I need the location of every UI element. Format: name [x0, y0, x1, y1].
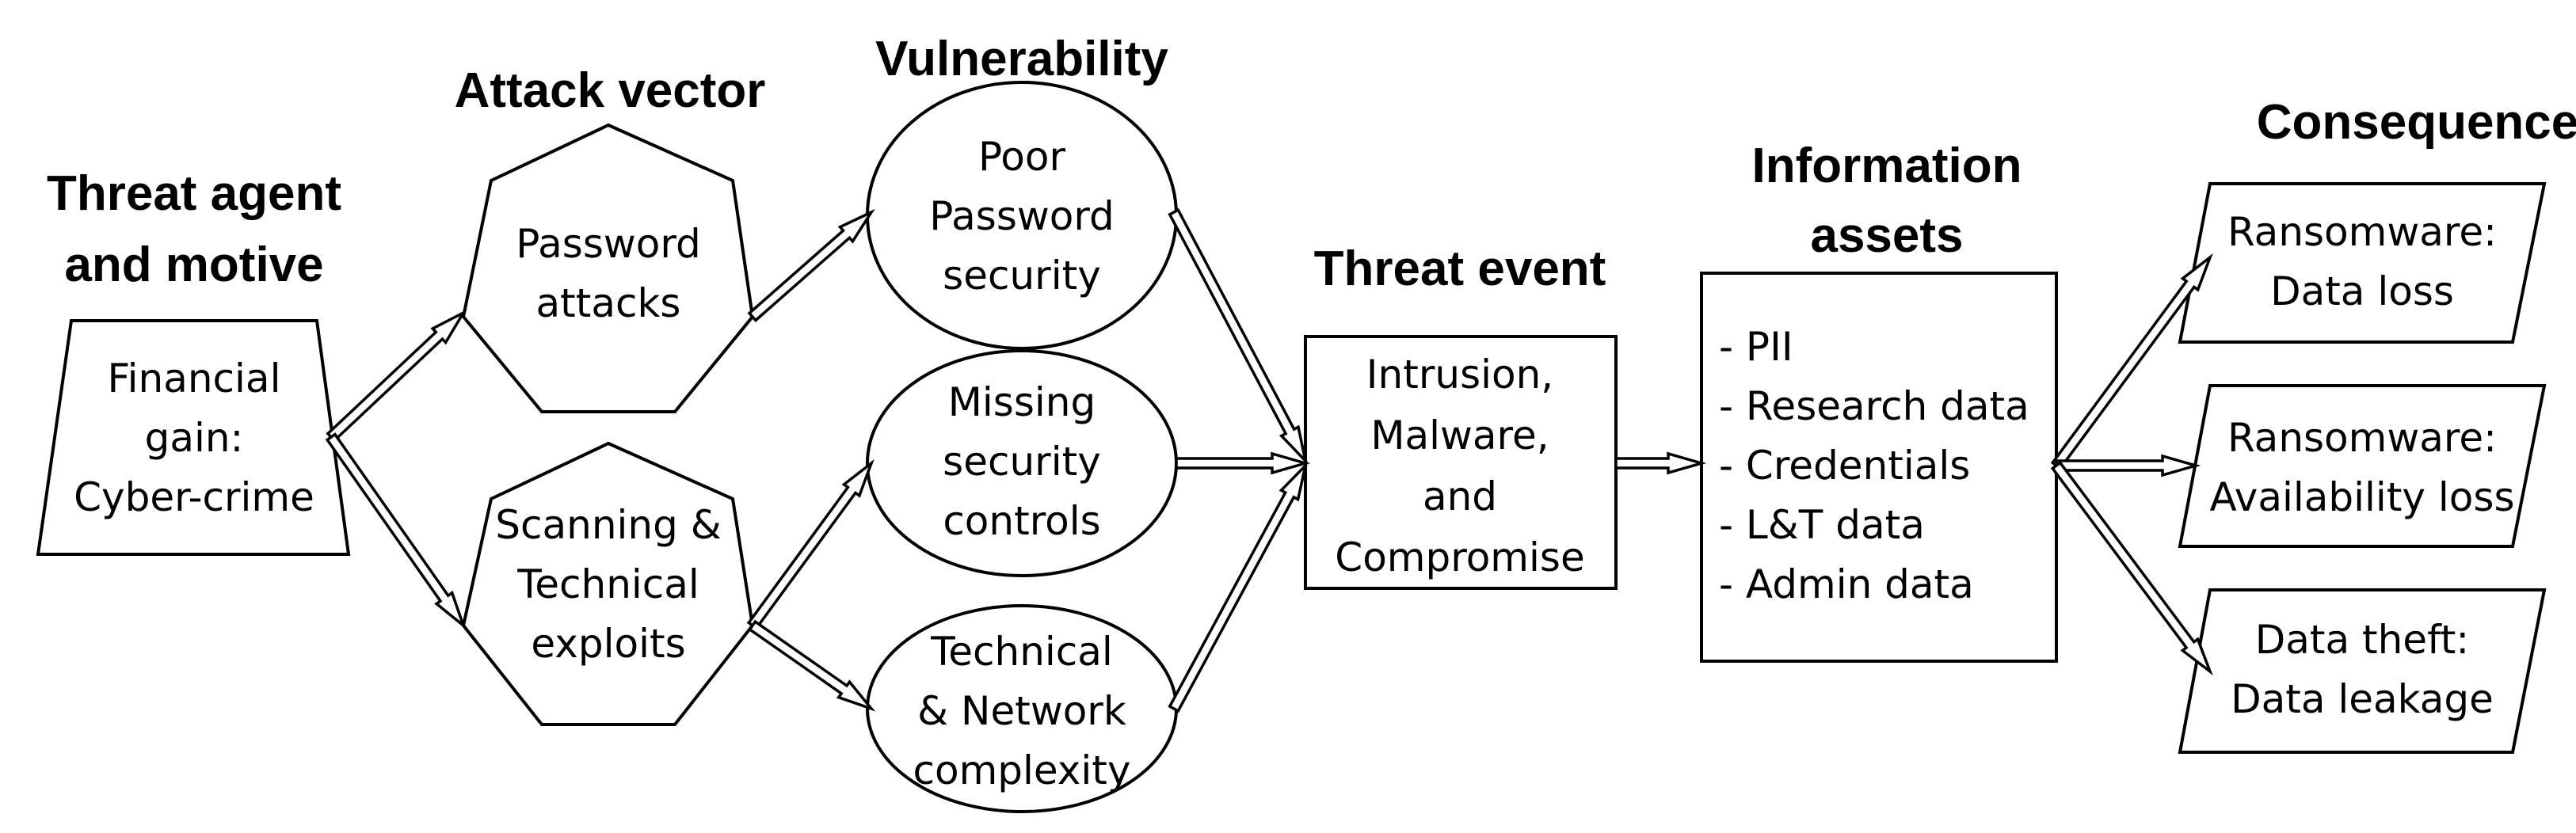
arrow-assets-to-data-loss [2050, 253, 2213, 471]
header-attack-vector: Attack vector [455, 63, 766, 118]
threat-event-text-4: Compromise [1335, 534, 1584, 580]
attack-vector-password-text-1: Password [516, 221, 701, 267]
threat-agent-node: Financial gain: Cyber-crime [36, 319, 351, 556]
consequence-data-leakage-node: Data theft: Data leakage [2178, 588, 2547, 754]
header-consequence: Consequence [2257, 95, 2576, 150]
threat-agent-text-1: Financial [108, 356, 281, 401]
vulnerability-missing-controls-node: Missing security controls [866, 349, 1178, 577]
consequence-data-loss-text-1: Ransomware: [2227, 209, 2497, 255]
attack-vector-scanning-node: Scanning & Technical exploits [461, 441, 755, 726]
attack-vector-scanning-text-1: Scanning & [495, 502, 721, 548]
consequence-data-leakage-shape [2178, 588, 2547, 754]
arrow-assets-to-availability-loss [2055, 454, 2201, 477]
information-assets-node: - PII - Research data - Credentials - L&… [1700, 272, 2058, 663]
vulnerability-missing-controls-text-1: Missing [948, 379, 1096, 425]
attack-vector-scanning-text-3: exploits [531, 621, 685, 667]
vulnerability-poor-password-text-1: Poor [978, 134, 1066, 180]
vulnerability-complexity-node: Technical & Network complexity [866, 604, 1178, 813]
vulnerability-complexity-text-1: Technical [930, 629, 1113, 675]
threat-agent-text-2: gain: [145, 415, 244, 461]
arrow-password-attacks-to-poor-password [747, 208, 875, 322]
consequence-availability-loss-text-2: Availability loss [2209, 474, 2514, 520]
attack-vector-password-text-2: attacks [536, 280, 681, 326]
threat-event-text-2: Malware, [1370, 413, 1549, 458]
vulnerability-poor-password-text-3: security [943, 253, 1101, 299]
asset-item-admin-data: - Admin data [1719, 561, 1974, 607]
arrow-threat-event-to-assets [1614, 451, 1707, 475]
attack-vector-password-shape [461, 123, 755, 413]
vulnerability-poor-password-node: Poor Password security [866, 81, 1178, 350]
header-threat-agent-line1: Threat agent [47, 166, 341, 221]
consequence-data-leakage-text-2: Data leakage [2231, 676, 2494, 722]
attack-vector-password-node: Password attacks [461, 123, 755, 413]
asset-item-credentials: - Credentials [1719, 443, 1970, 489]
arrow-agent-to-password-attacks [326, 309, 467, 443]
asset-item-pii: - PII [1719, 324, 1793, 370]
consequence-availability-loss-text-1: Ransomware: [2227, 415, 2497, 461]
header-information-assets-line1: Information [1752, 139, 2022, 193]
vulnerability-complexity-text-2: & Network [917, 688, 1126, 734]
vulnerability-complexity-text-3: complexity [913, 747, 1131, 793]
header-vulnerability: Vulnerability [875, 32, 1168, 86]
consequence-availability-loss-shape [2178, 384, 2547, 548]
threat-agent-shape [36, 319, 351, 556]
consequence-availability-loss-node: Ransomware: Availability loss [2178, 384, 2547, 548]
arrow-agent-to-scanning [325, 432, 467, 630]
consequence-data-leakage-text-1: Data theft: [2255, 617, 2470, 663]
attack-vector-scanning-shape [461, 441, 755, 726]
consequence-data-loss-node: Ransomware: Data loss [2178, 182, 2547, 344]
vulnerability-poor-password-text-2: Password [929, 193, 1115, 239]
consequence-data-loss-shape [2178, 182, 2547, 344]
arrow-missing-controls-to-threat-event [1175, 451, 1311, 475]
threat-event-text-3: and [1423, 474, 1497, 519]
threat-event-text-1: Intrusion, [1366, 352, 1553, 397]
threat-event-node: Intrusion, Malware, and Compromise [1304, 335, 1618, 590]
arrow-assets-to-data-leakage [2050, 460, 2213, 676]
asset-item-lt-data: - L&T data [1719, 502, 1925, 548]
attack-vector-scanning-text-2: Technical [516, 561, 699, 607]
information-assets-shape [1700, 272, 2058, 663]
asset-item-research-data: - Research data [1719, 383, 2029, 429]
arrow-complexity-to-threat-event [1168, 461, 1309, 713]
arrow-scanning-to-missing-controls [746, 458, 875, 630]
header-information-assets-line2: assets [1810, 208, 1963, 263]
connector-arrows [325, 207, 2213, 713]
arrow-scanning-to-complexity [748, 619, 876, 712]
threat-agent-text-3: Cyber-crime [74, 474, 314, 520]
arrow-poor-password-to-threat-event [1168, 207, 1308, 466]
header-threat-event: Threat event [1314, 242, 1606, 296]
vulnerability-missing-controls-text-3: controls [943, 498, 1100, 544]
vulnerability-missing-controls-text-2: security [943, 439, 1101, 485]
header-threat-agent-line2: and motive [64, 238, 323, 292]
consequence-data-loss-text-2: Data loss [2270, 268, 2454, 314]
